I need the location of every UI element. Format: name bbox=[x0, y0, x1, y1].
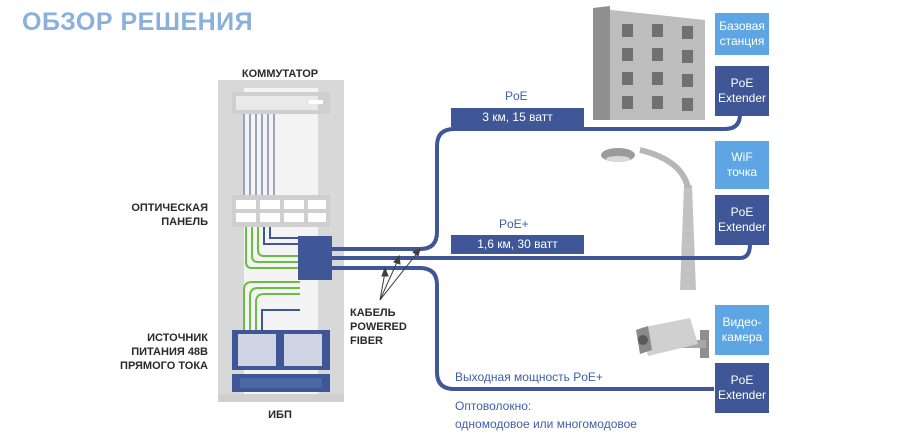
cable-label-line: FIBER bbox=[350, 335, 383, 347]
poe-extender-box-line: Extender bbox=[717, 388, 767, 402]
fiber-note-line: одномодовое или многомодовое bbox=[455, 417, 637, 431]
video-camera-box: Видео- камера bbox=[715, 305, 769, 355]
link-spec-bar: 1,6 км, 30 ватт bbox=[451, 235, 584, 254]
cable-label-line: КАБЕЛЬ bbox=[350, 307, 396, 319]
wifi-point-box-line: точка bbox=[726, 165, 758, 179]
optical-panel-label: ОПТИЧЕСКАЯ ПАНЕЛЬ bbox=[100, 201, 208, 229]
fiber-note-line: Оптоволокно: bbox=[455, 399, 532, 413]
cable-label: КАБЕЛЬ POWERED FIBER bbox=[350, 306, 430, 348]
fiber-note: Оптоволокно: одномодовое или многомодово… bbox=[455, 398, 637, 432]
poe-extender-box-line: Extender bbox=[717, 91, 767, 105]
poe-extender-box-line: PoE bbox=[730, 205, 754, 219]
power-source-label-line: ПИТАНИЯ 48В bbox=[131, 346, 208, 358]
optical-panel-label-line: ОПТИЧЕСКАЯ bbox=[131, 202, 208, 214]
wifi-point-box-line: WiF bbox=[731, 150, 753, 164]
optical-panel-label-line: ПАНЕЛЬ bbox=[161, 216, 208, 228]
poe-extender-box: PoE Extender bbox=[715, 195, 769, 245]
power-source-label-line: ПРЯМОГО ТОКА bbox=[120, 360, 208, 372]
cable-to-base-station bbox=[332, 113, 742, 251]
building-icon bbox=[593, 6, 705, 120]
power-source-label: ИСТОЧНИК ПИТАНИЯ 48В ПРЯМОГО ТОКА bbox=[100, 331, 208, 373]
powered-fiber-cables bbox=[332, 113, 752, 391]
video-camera-box-line: камера bbox=[721, 330, 763, 344]
power-source-label-line: ИСТОЧНИК bbox=[147, 332, 208, 344]
poe-extender-box-line: PoE bbox=[730, 76, 754, 90]
cable-label-arrows bbox=[379, 248, 421, 301]
link-spec-bar: 3 км, 15 ватт bbox=[451, 108, 584, 127]
link-caption: Выходная мощность PoE+ bbox=[455, 370, 603, 384]
base-station-box: Базовая станция bbox=[715, 13, 769, 55]
poe-extender-box: PoE Extender bbox=[715, 363, 769, 413]
cable-to-video-camera bbox=[332, 266, 714, 391]
rack-icon bbox=[218, 80, 344, 402]
wifi-point-box: WiF точка bbox=[715, 141, 769, 189]
poe-extender-box: PoE Extender bbox=[715, 66, 769, 116]
poe-extender-box-line: Extender bbox=[717, 220, 767, 234]
cable-label-line: POWERED bbox=[350, 321, 407, 333]
ups-label: ИБП bbox=[268, 409, 292, 421]
street-lamp-icon bbox=[601, 147, 696, 290]
base-station-box-line: Базовая bbox=[719, 19, 765, 33]
security-camera-icon bbox=[636, 318, 709, 358]
link-caption: PoE bbox=[505, 89, 528, 103]
base-station-box-line: станция bbox=[719, 34, 765, 48]
cable-to-wifi-point bbox=[332, 243, 752, 260]
switch-label: КОММУТАТОР bbox=[241, 68, 319, 80]
page-title: ОБЗОР РЕШЕНИЯ bbox=[22, 8, 254, 36]
poe-extender-box-line: PoE bbox=[730, 373, 754, 387]
link-caption: PoE+ bbox=[499, 217, 529, 231]
video-camera-box-line: Видео- bbox=[722, 315, 762, 329]
